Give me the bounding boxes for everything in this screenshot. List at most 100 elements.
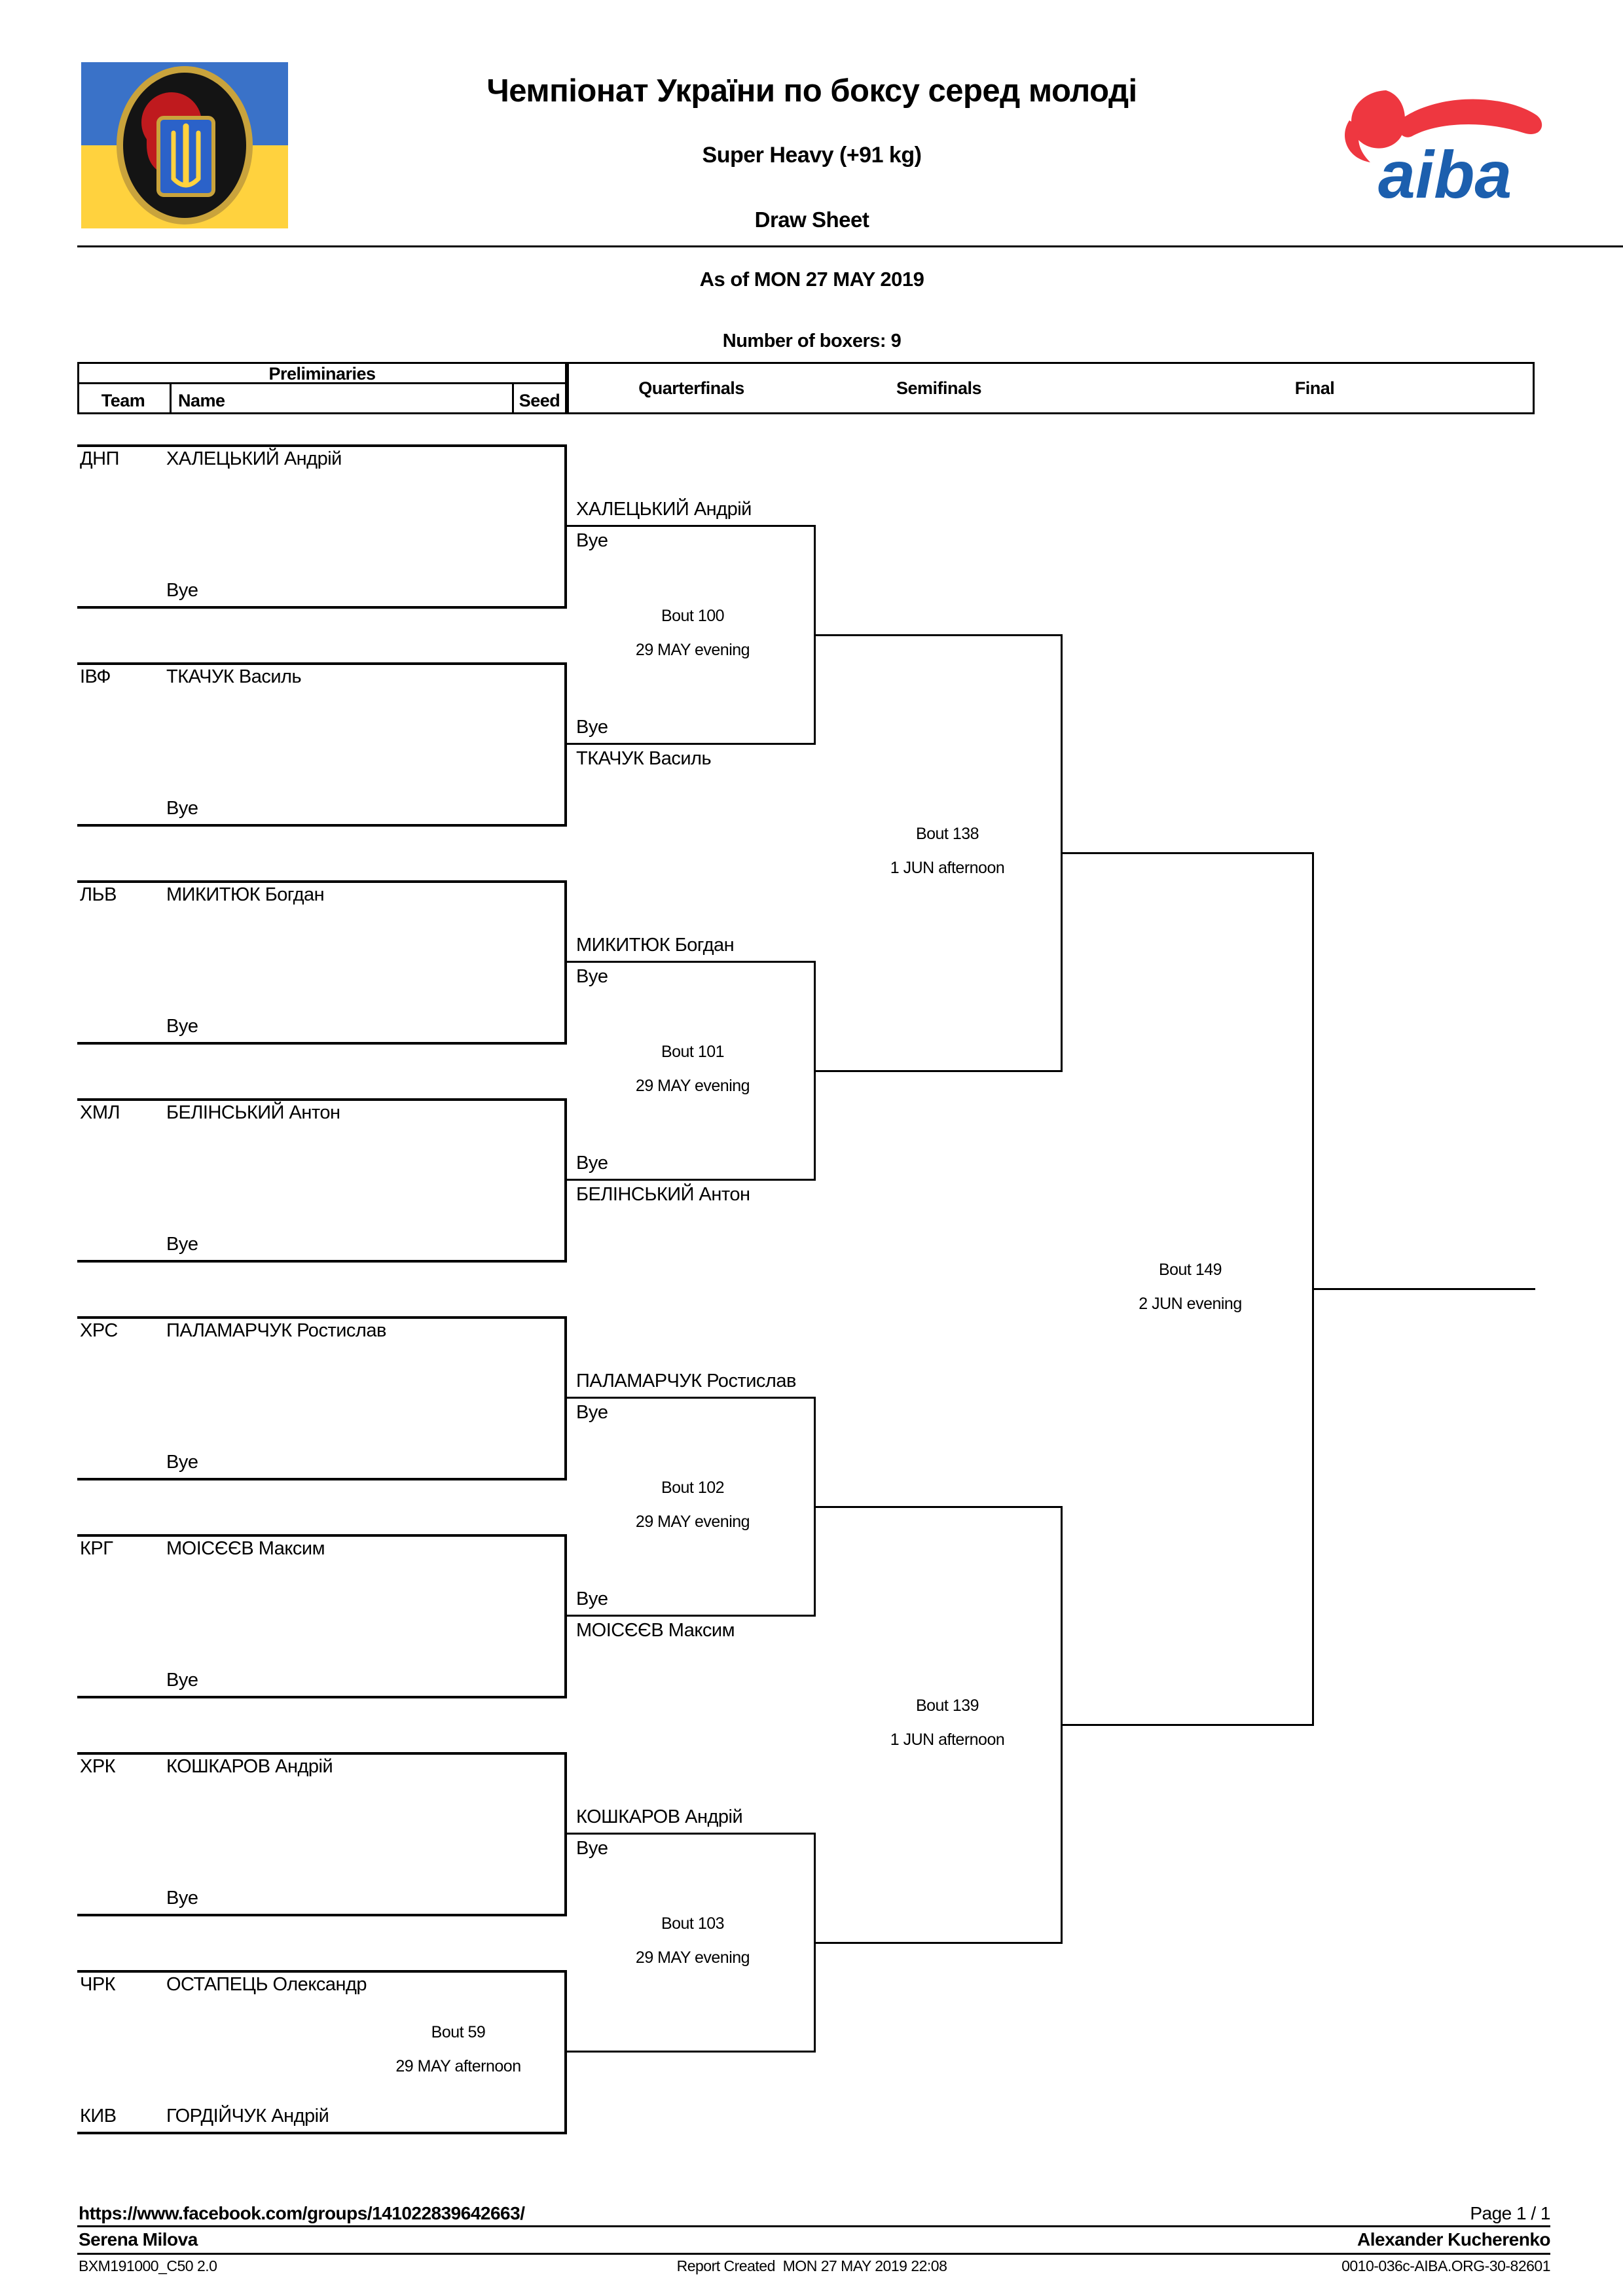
bye-label: Bye (166, 1670, 198, 1691)
bye-label: Bye (166, 580, 198, 601)
bracket-connector (564, 1970, 567, 2134)
footer-ref-code: 0010-036c-AIBA.ORG-30-82601 (1341, 2257, 1550, 2274)
bracket-line (77, 606, 567, 609)
bracket-line (1063, 1724, 1314, 1726)
page-title: Чемпіонат України по боксу серед молоді (486, 73, 1137, 109)
bracket-line (77, 1696, 567, 1698)
bout-session: 2 JUN evening (1139, 1295, 1242, 1313)
rounds-header-box (567, 362, 1535, 414)
boxer-name: ОСТАПЕЦЬ Олександр (166, 1974, 367, 1995)
bracket-line (77, 1316, 567, 1319)
bracket-line (567, 1397, 816, 1399)
boxer-name: ТКАЧУК Василь (166, 666, 302, 687)
qf-boxer-name: МОІСЄЄВ Максим (576, 1620, 735, 1641)
qf-bye-label: Bye (576, 966, 608, 987)
qf-bye-label: Bye (576, 1588, 608, 1609)
bout-session: 29 MAY afternoon (395, 2057, 521, 2075)
team-code: ДНП (80, 448, 119, 469)
bracket-line (1063, 852, 1314, 854)
boxer-name: МИКИТЮК Богдан (166, 884, 325, 905)
qf-boxer-name: ТКАЧУК Василь (576, 748, 712, 769)
bracket-line (77, 662, 567, 665)
qf-bye-label: Bye (576, 717, 608, 738)
bye-label: Bye (166, 1234, 198, 1255)
bracket-connector (814, 1833, 816, 2053)
bracket-connector (564, 1534, 567, 1698)
boxer-name: ПАЛАМАРЧУК Ростислав (166, 1320, 386, 1341)
page-number: Page 1 / 1 (1470, 2203, 1550, 2223)
preliminaries-header-box (77, 362, 567, 414)
bout-session: 29 MAY evening (635, 1513, 750, 1531)
bracket-line (77, 1478, 567, 1480)
column-preliminaries: Preliminaries (268, 364, 376, 384)
bye-label: Bye (166, 1888, 198, 1909)
team-code: ХРК (80, 1756, 116, 1777)
boxer-name: КОШКАРОВ Андрій (166, 1756, 333, 1777)
bye-label: Bye (166, 798, 198, 819)
weight-class: Super Heavy (+91 kg) (702, 143, 922, 168)
bracket-line (77, 880, 567, 883)
bracket-line (567, 1179, 816, 1181)
column-name: Name (178, 391, 225, 410)
bracket-connector (1061, 634, 1063, 1072)
boxer-name: ГОРДІЙЧУК Андрій (166, 2106, 329, 2126)
column-final: Final (1294, 378, 1335, 398)
bracket-connector (564, 1752, 567, 1916)
bracket-connector (1312, 852, 1314, 1726)
bout-session: 29 MAY evening (635, 641, 750, 659)
bye-label: Bye (166, 1016, 198, 1037)
footer-report-created: Report Created MON 27 MAY 2019 22:08 (676, 2257, 947, 2274)
team-code: ЧРК (80, 1974, 116, 1995)
header-rule (77, 245, 1623, 247)
qf-boxer-name: БЕЛІНСЬКИЙ Антон (576, 1184, 750, 1205)
federation-logo-icon (81, 62, 288, 228)
header-box-divider (77, 382, 567, 384)
name-seed-divider (512, 382, 514, 414)
column-quarterfinals: Quarterfinals (638, 378, 744, 398)
bracket-line (816, 1506, 1063, 1508)
bracket-connector (564, 880, 567, 1045)
bout-number: Bout 138 (915, 825, 979, 843)
bracket-line (77, 1752, 567, 1755)
as-of-date: As of MON 27 MAY 2019 (699, 268, 924, 291)
bracket-line (567, 525, 816, 527)
bracket-connector (814, 961, 816, 1181)
bracket-connector (564, 1098, 567, 1263)
bracket-line (77, 444, 567, 447)
bracket-line (77, 824, 567, 827)
qf-boxer-name: ХАЛЕЦЬКИЙ Андрій (576, 499, 752, 520)
champion-line (1314, 1288, 1535, 1290)
footer-doc-code: BXM191000_C50 2.0 (79, 2257, 217, 2274)
boxer-name: МОІСЄЄВ Максим (166, 1538, 325, 1559)
qf-bye-label: Bye (576, 1153, 608, 1174)
team-code: ЛЬВ (80, 884, 117, 905)
aiba-wordmark: aiba (1378, 137, 1512, 207)
column-team: Team (101, 391, 145, 410)
bracket-connector (564, 1316, 567, 1480)
qf-boxer-name: МИКИТЮК Богдан (576, 935, 735, 956)
qf-bye-label: Bye (576, 530, 608, 551)
column-seed: Seed (519, 391, 560, 410)
qf-bye-label: Bye (576, 1838, 608, 1859)
bracket-line (77, 1914, 567, 1916)
bracket-connector (814, 1397, 816, 1617)
footer-rule (77, 2225, 1550, 2227)
bracket-line (77, 1970, 567, 1973)
bracket-line (567, 2051, 816, 2053)
bracket-line (816, 1070, 1063, 1072)
aiba-logo: aiba (1321, 81, 1550, 212)
qf-boxer-name: ПАЛАМАРЧУК Ростислав (576, 1371, 796, 1391)
team-code: КРГ (80, 1538, 113, 1559)
bracket-line (816, 634, 1063, 636)
column-semifinals: Semifinals (896, 378, 982, 398)
bout-session: 29 MAY evening (635, 1077, 750, 1095)
team-code: ХРС (80, 1320, 118, 1341)
bracket-line (77, 1260, 567, 1263)
bout-number: Bout 149 (1158, 1261, 1222, 1279)
footer-rule (77, 2253, 1550, 2255)
footer-supervisor: Serena Milova (79, 2229, 198, 2250)
team-code: КИВ (80, 2106, 117, 2126)
team-name-divider (170, 382, 172, 414)
bracket-line (77, 2132, 567, 2134)
